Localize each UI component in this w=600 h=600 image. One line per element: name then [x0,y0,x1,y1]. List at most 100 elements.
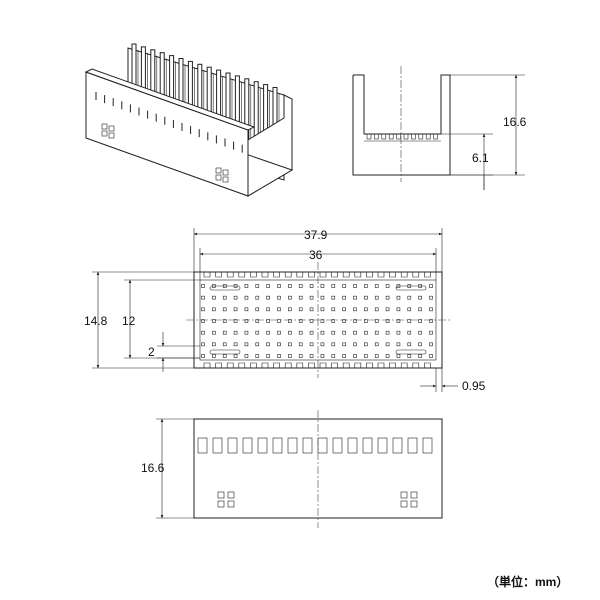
top-contact-pad [255,354,260,358]
top-contact-pad [298,295,303,300]
top-rim-tooth [261,272,269,278]
top-contact-pad [385,342,390,347]
top-contact-pad [277,342,281,347]
top-contact-pad [418,307,422,312]
front-slot [422,437,433,454]
side-contact-tooth [366,133,372,140]
bottom-rim-tooth [377,362,385,368]
top-contact-pad [353,284,357,288]
top-contact-pad [309,330,314,335]
bottom-rim-tooth [296,362,304,368]
front-slot [407,437,418,454]
side-contact-tooth [396,133,401,140]
top-rim-tooth [238,272,246,278]
top-rim-tooth [389,272,396,278]
top-contact-pad [429,354,433,358]
top-contact-pad [396,354,401,358]
bottom-rim-tooth [273,362,280,368]
top-view: 37.9 36 14.8 12 2 0.95 [84,228,486,393]
top-contact-pad [288,319,292,323]
dim-top-pitch: 2 [148,345,155,359]
bottom-rim-tooth [284,362,292,368]
isometric-view [84,43,294,197]
top-contact-pad [277,307,281,312]
top-contact-pad [266,319,270,323]
dim-top-height-total: 14.8 [84,314,108,328]
top-contact-pad [222,354,227,358]
top-contact-pad [364,354,368,358]
top-contact-pad [320,284,325,288]
top-contact-pad [385,295,390,300]
bottom-rim-tooth [238,362,246,368]
top-contact-pad [407,307,412,312]
top-contact-pad [342,319,346,323]
top-contact-pad [429,342,433,347]
top-contact-pad [320,319,325,323]
top-contact-pad [233,330,238,335]
top-contact-pad [298,354,303,358]
bottom-rim-tooth [342,362,350,368]
top-contact-pad [288,342,292,347]
top-contact-pad [407,330,412,335]
iso-hole-group-left [101,123,115,139]
front-slot [197,437,208,454]
top-contact-pad [222,307,227,312]
bottom-rim-tooth [261,362,269,368]
top-contact-pad [396,342,401,347]
iso-hole-group-right [215,167,229,183]
top-contact-pad [266,307,270,312]
top-contact-pad [331,354,336,358]
top-contact-pad [233,342,238,347]
top-contact-pad [244,342,249,347]
top-rim-tooth [366,272,373,278]
top-contact-pad [418,342,422,347]
top-contact-pad [212,295,216,300]
top-contact-pad [255,342,260,347]
bottom-rim-tooth [389,362,396,368]
top-contact-pad [374,295,379,300]
top-contact-pad [385,330,390,335]
top-contact-pad [309,307,314,312]
top-contact-pad [429,284,433,288]
top-contact-pad [298,319,303,323]
top-rim-tooth [215,272,222,278]
top-contact-pad [244,354,249,358]
top-contact-pad [266,295,270,300]
top-contact-pad [331,307,336,312]
top-contact-pad [429,307,433,312]
top-rim-tooth [377,272,385,278]
top-contact-pad [288,284,292,288]
top-contact-pad [266,330,270,335]
top-contact-pad [201,319,205,323]
top-contact-pad [233,307,238,312]
top-rim-tooth [226,272,234,278]
top-contact-pad [418,319,422,323]
top-contact-pad [342,295,346,300]
top-contact-pad [320,342,325,347]
top-contact-pad [407,342,412,347]
top-rim-tooth [250,272,257,278]
top-contact-pad [244,284,249,288]
top-contact-pad [374,354,379,358]
dim-top-width-inner: 36 [309,248,323,262]
top-contact-pad [266,342,270,347]
front-slot [302,437,313,454]
top-contact-pad [364,342,368,347]
top-contact-pad [255,284,260,288]
top-contact-pad [309,354,314,358]
side-contact-teeth [366,133,438,140]
top-contact-pad [298,342,303,347]
top-contact-pad [201,342,205,347]
top-contact-pad [374,307,379,312]
dim-top-width-total: 37.9 [304,228,328,242]
dim-side-height: 16.6 [503,115,527,129]
top-contact-pad [233,295,238,300]
top-contact-pad [353,330,357,335]
top-contact-pad [277,295,281,300]
top-contact-pad [201,307,205,312]
bottom-rim-tooth [424,362,431,368]
top-contact-pad [277,319,281,323]
side-view: 16.6 6.1 [352,66,527,190]
bottom-rim-tooth [331,362,338,368]
top-contact-pad [407,295,412,300]
